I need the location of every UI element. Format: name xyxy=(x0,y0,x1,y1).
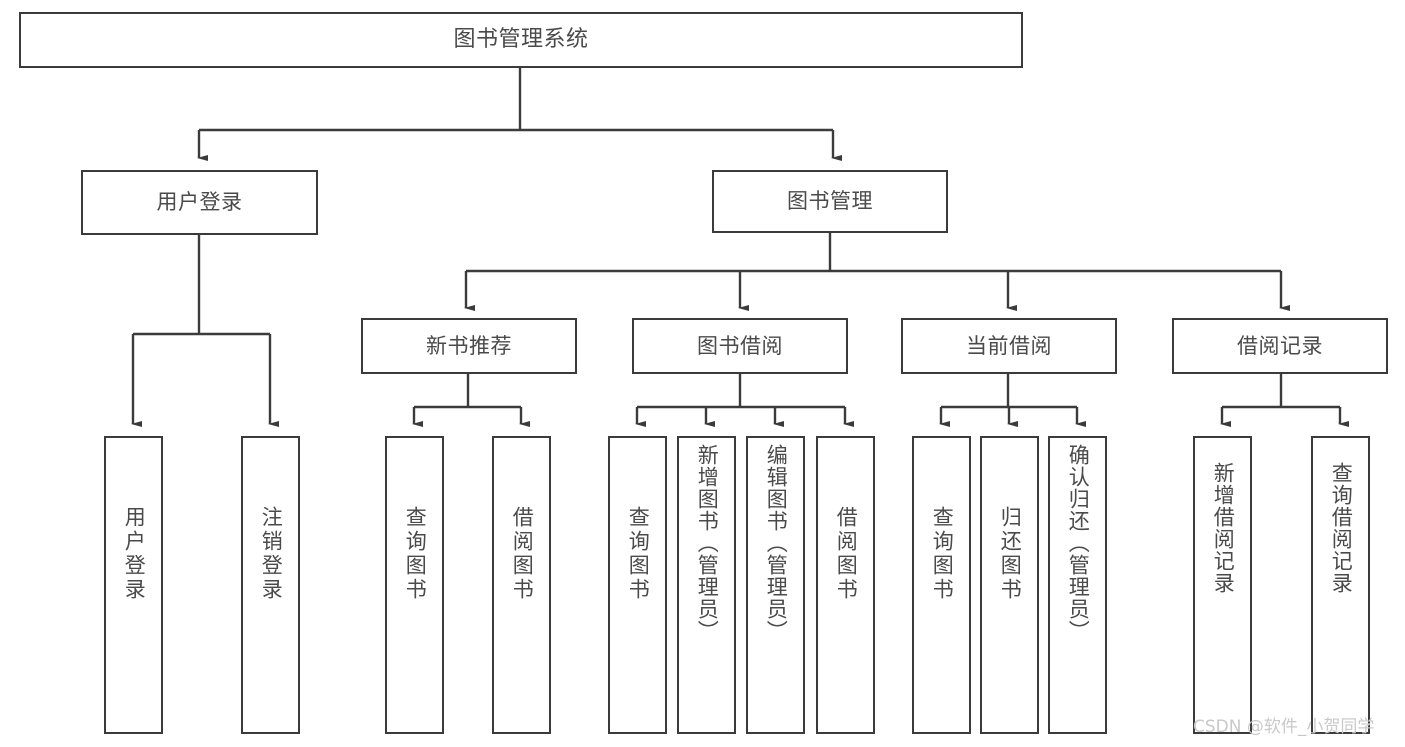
node-current-borrow[interactable]: 当前借阅 xyxy=(901,318,1117,374)
leaf-query-book-3[interactable]: 查询图书 xyxy=(912,436,971,734)
node-root-label: 图书管理系统 xyxy=(453,27,589,53)
node-book-borrow-label: 图书借阅 xyxy=(697,333,783,358)
leaf-query-record-label: 查询借阅记录 xyxy=(1329,462,1354,594)
leaf-user-login[interactable]: 用户登录 xyxy=(104,436,163,734)
leaf-borrow-book-1[interactable]: 借阅图书 xyxy=(492,436,551,734)
leaf-logout-login-label: 注销登录 xyxy=(259,506,284,602)
leaf-return-book[interactable]: 归还图书 xyxy=(980,436,1039,734)
leaf-query-book-3-label: 查询图书 xyxy=(930,506,955,602)
leaf-add-record-label: 新增借阅记录 xyxy=(1211,462,1236,594)
node-borrow-record-label: 借阅记录 xyxy=(1237,333,1323,358)
node-current-borrow-label: 当前借阅 xyxy=(966,333,1052,358)
leaf-query-book-1-label: 查询图书 xyxy=(403,506,428,602)
node-user-login-label: 用户登录 xyxy=(156,190,243,215)
node-root[interactable]: 图书管理系统 xyxy=(19,12,1023,68)
leaf-confirm-return-label: 确认归还（管理员） xyxy=(1066,444,1091,642)
leaf-add-book-label: 新增图书（管理员） xyxy=(695,444,720,642)
node-new-book-recommend[interactable]: 新书推荐 xyxy=(361,318,577,374)
leaf-borrow-book-1-label: 借阅图书 xyxy=(510,506,535,602)
leaf-add-book[interactable]: 新增图书（管理员） xyxy=(677,436,736,734)
leaf-query-record[interactable]: 查询借阅记录 xyxy=(1311,436,1370,734)
leaf-query-book-2[interactable]: 查询图书 xyxy=(608,436,667,734)
leaf-query-book-1[interactable]: 查询图书 xyxy=(385,436,444,734)
node-borrow-record[interactable]: 借阅记录 xyxy=(1172,318,1388,374)
node-book-manage-label: 图书管理 xyxy=(787,189,873,214)
leaf-borrow-book-2-label: 借阅图书 xyxy=(834,506,859,602)
leaf-logout-login[interactable]: 注销登录 xyxy=(241,436,300,734)
csdn-watermark: CSDN @软件_小贺同学 xyxy=(1193,717,1375,737)
leaf-user-login-label: 用户登录 xyxy=(122,506,147,602)
leaf-edit-book-label: 编辑图书（管理员） xyxy=(764,444,789,642)
leaf-return-book-label: 归还图书 xyxy=(998,506,1023,602)
leaf-borrow-book-2[interactable]: 借阅图书 xyxy=(816,436,875,734)
leaf-add-record[interactable]: 新增借阅记录 xyxy=(1193,436,1252,734)
node-user-login[interactable]: 用户登录 xyxy=(81,170,318,235)
node-new-book-recommend-label: 新书推荐 xyxy=(426,333,512,358)
leaf-edit-book[interactable]: 编辑图书（管理员） xyxy=(746,436,805,734)
node-book-manage[interactable]: 图书管理 xyxy=(712,170,948,233)
leaf-confirm-return[interactable]: 确认归还（管理员） xyxy=(1048,436,1107,734)
node-book-borrow[interactable]: 图书借阅 xyxy=(632,318,848,374)
leaf-query-book-2-label: 查询图书 xyxy=(626,506,651,602)
